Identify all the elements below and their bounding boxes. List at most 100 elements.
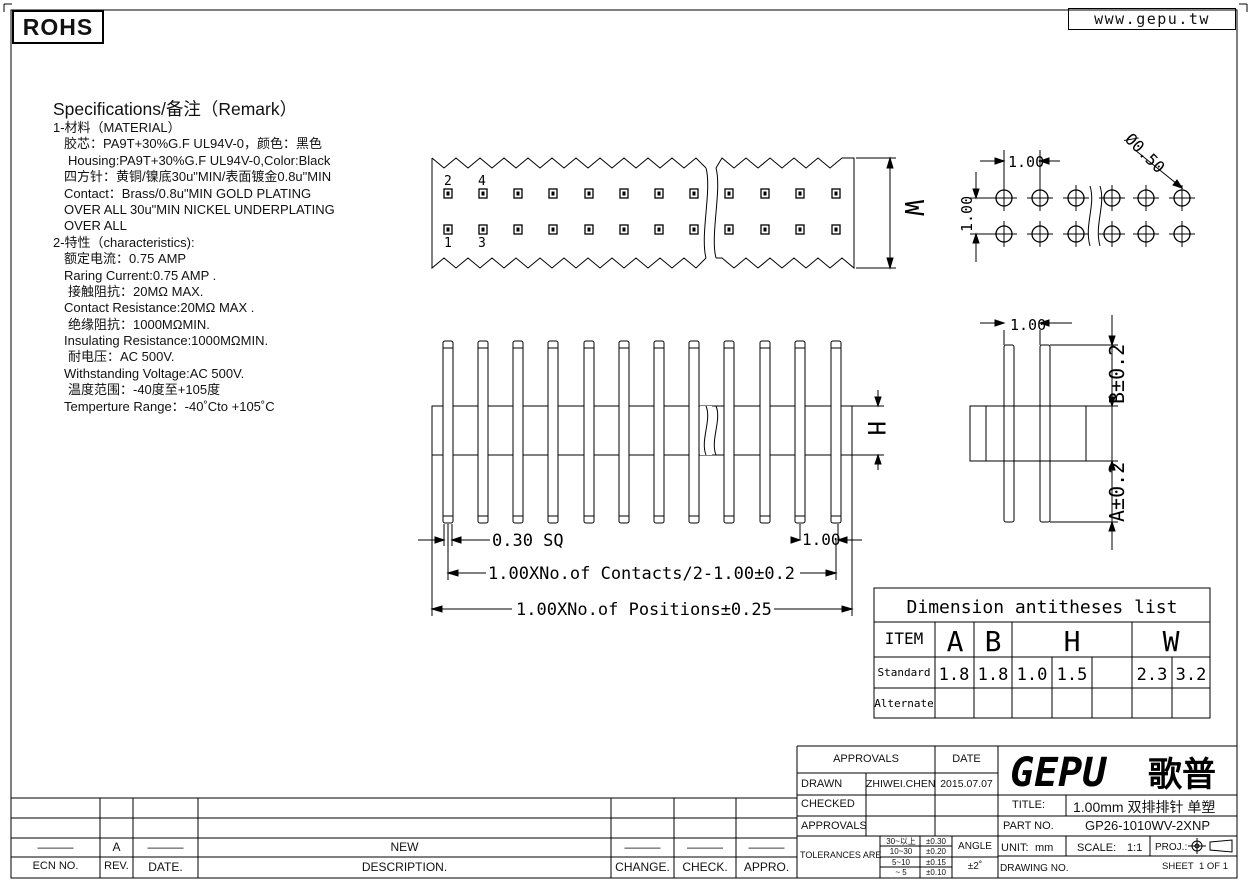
top-pin-square: [513, 224, 523, 235]
title-value: 1.00mm 双排排针 单塑: [1073, 799, 1216, 815]
description-value: NEW: [390, 840, 419, 854]
spec-line: OVER ALL: [64, 218, 127, 234]
dim-pitch-vertical: 1.00: [958, 196, 976, 232]
angle-label: ANGLE: [958, 841, 992, 852]
tol-range: 10~30: [889, 847, 913, 857]
specifications-block: Specifications/备注（Remark） 1-材料（MATERIAL）…: [53, 98, 335, 415]
column-a: A: [947, 625, 964, 658]
top-pin-square: [689, 188, 699, 199]
top-pin-square: [760, 188, 770, 199]
angle-value: ±2˚: [967, 861, 983, 872]
dim-contacts-label: 1.00XNo.of Contacts/2-1.00±0.2: [488, 564, 795, 584]
spec-line: Raring Current:0.75 AMP .: [64, 267, 217, 283]
unit-value: mm: [1035, 842, 1054, 854]
pin-label-1: 1: [444, 236, 452, 251]
top-pin-dot: [798, 191, 802, 196]
dimension-table-title: Dimension antitheses list: [907, 597, 1178, 618]
appro-value: ———: [748, 840, 785, 854]
standard-w2: 3.2: [1176, 665, 1207, 685]
top-pin-square: [724, 224, 734, 235]
standard-b: 1.8: [978, 665, 1009, 685]
top-pin-dot: [727, 227, 731, 232]
tol-value: ±0.30: [926, 837, 946, 846]
top-view-pins: [443, 188, 841, 235]
pin-label-2: 2: [444, 174, 452, 189]
date-value: ———: [147, 840, 184, 854]
front-view: [418, 390, 884, 616]
pin-label-4: 4: [478, 174, 486, 189]
spec-line: 1-材料（MATERIAL）: [53, 120, 181, 135]
change-value: ———: [624, 840, 661, 854]
top-pin-square: [654, 188, 664, 199]
spec-line: Insulating Resistance:1000MΩMIN.: [64, 333, 269, 349]
ecn-header: ECN NO.: [32, 860, 79, 872]
top-pin-dot: [446, 227, 450, 232]
top-pin-square: [619, 224, 629, 235]
standard-values: 1.8 1.8 1.0 1.5 2.3 3.2: [939, 665, 1207, 685]
title-label: TITLE:: [1012, 799, 1046, 811]
part-label: PART NO.: [1003, 820, 1054, 832]
drawn-date: 2015.07.07: [940, 778, 993, 790]
tol-range: 30~以上: [886, 837, 916, 846]
spec-line: 耐电压：AC 500V.: [68, 349, 175, 365]
row-alternate-label: Alternate: [874, 697, 934, 710]
website-label: www.gepu.tw: [1068, 8, 1236, 30]
top-pin-square: [795, 224, 805, 235]
logo-latin: GEPU: [1010, 750, 1107, 796]
top-pin-square: [654, 224, 664, 235]
rohs-badge: ROHS: [12, 10, 104, 44]
dim-positions-label: 1.00XNo.of Positions±0.25: [516, 600, 772, 620]
top-pin-square: [689, 224, 699, 235]
pcb-footprint: [970, 149, 1184, 262]
top-pin-square: [584, 188, 594, 199]
top-pin-dot: [657, 191, 661, 196]
front-pin: [688, 340, 700, 524]
top-pin-dot: [798, 227, 802, 232]
ecn-value: ———: [37, 840, 74, 854]
top-pin-dot: [481, 227, 485, 232]
top-pin-dot: [587, 227, 591, 232]
dim-h-label: H: [862, 421, 890, 435]
top-pin-dot: [551, 227, 555, 232]
top-pin-dot: [657, 227, 661, 232]
front-pin: [442, 340, 454, 524]
dim-sq-label: 0.30 SQ: [492, 531, 564, 551]
row-standard-label: Standard: [878, 666, 931, 679]
tol-range: 5~10: [891, 857, 911, 867]
top-pin-dot: [551, 191, 555, 196]
top-pin-square: [831, 224, 841, 235]
spec-line: 绝缘阻抗：1000MΩMIN.: [68, 316, 210, 332]
part-value: GP26-1010WV-2XNP: [1085, 818, 1211, 833]
spec-line: 额定电流：0.75 AMP: [64, 251, 187, 267]
check-value: ———: [687, 840, 723, 854]
front-pin: [477, 340, 489, 524]
change-header: CHANGE.: [615, 860, 670, 874]
dim-w-label: W: [898, 200, 928, 216]
checked-label: CHECKED: [801, 798, 855, 810]
top-pin-dot: [834, 191, 838, 196]
dim-pitch-bottom: 1.00: [802, 530, 841, 549]
standard-h1: 1.0: [1017, 665, 1048, 685]
sheet-value: 1 OF 1: [1199, 861, 1229, 872]
front-pin: [583, 340, 595, 524]
tol-value: ±0.15: [926, 857, 946, 867]
top-pin-square: [548, 188, 558, 199]
appro-header: APPRO.: [743, 860, 790, 874]
top-pin-square: [831, 188, 841, 199]
top-pin-dot: [481, 191, 485, 196]
scale-value: 1:1: [1127, 842, 1143, 854]
column-w: W: [1163, 625, 1180, 658]
logo-cjk: 歌普: [1148, 755, 1216, 795]
top-pin-dot: [763, 191, 767, 196]
dim-pitch-top: 1.00: [1008, 153, 1044, 171]
check-header: CHECK.: [682, 860, 728, 874]
front-pin: [512, 340, 524, 524]
top-pin-square: [478, 188, 488, 199]
front-pin: [830, 340, 842, 524]
front-pin: [723, 340, 735, 524]
spec-line: 胶芯：PA9T+30%G.F UL94V-0，颜色：黑色: [64, 136, 323, 152]
tol-value: ±0.20: [926, 847, 946, 857]
spec-line: Contact Resistance:20MΩ MAX .: [64, 300, 255, 316]
